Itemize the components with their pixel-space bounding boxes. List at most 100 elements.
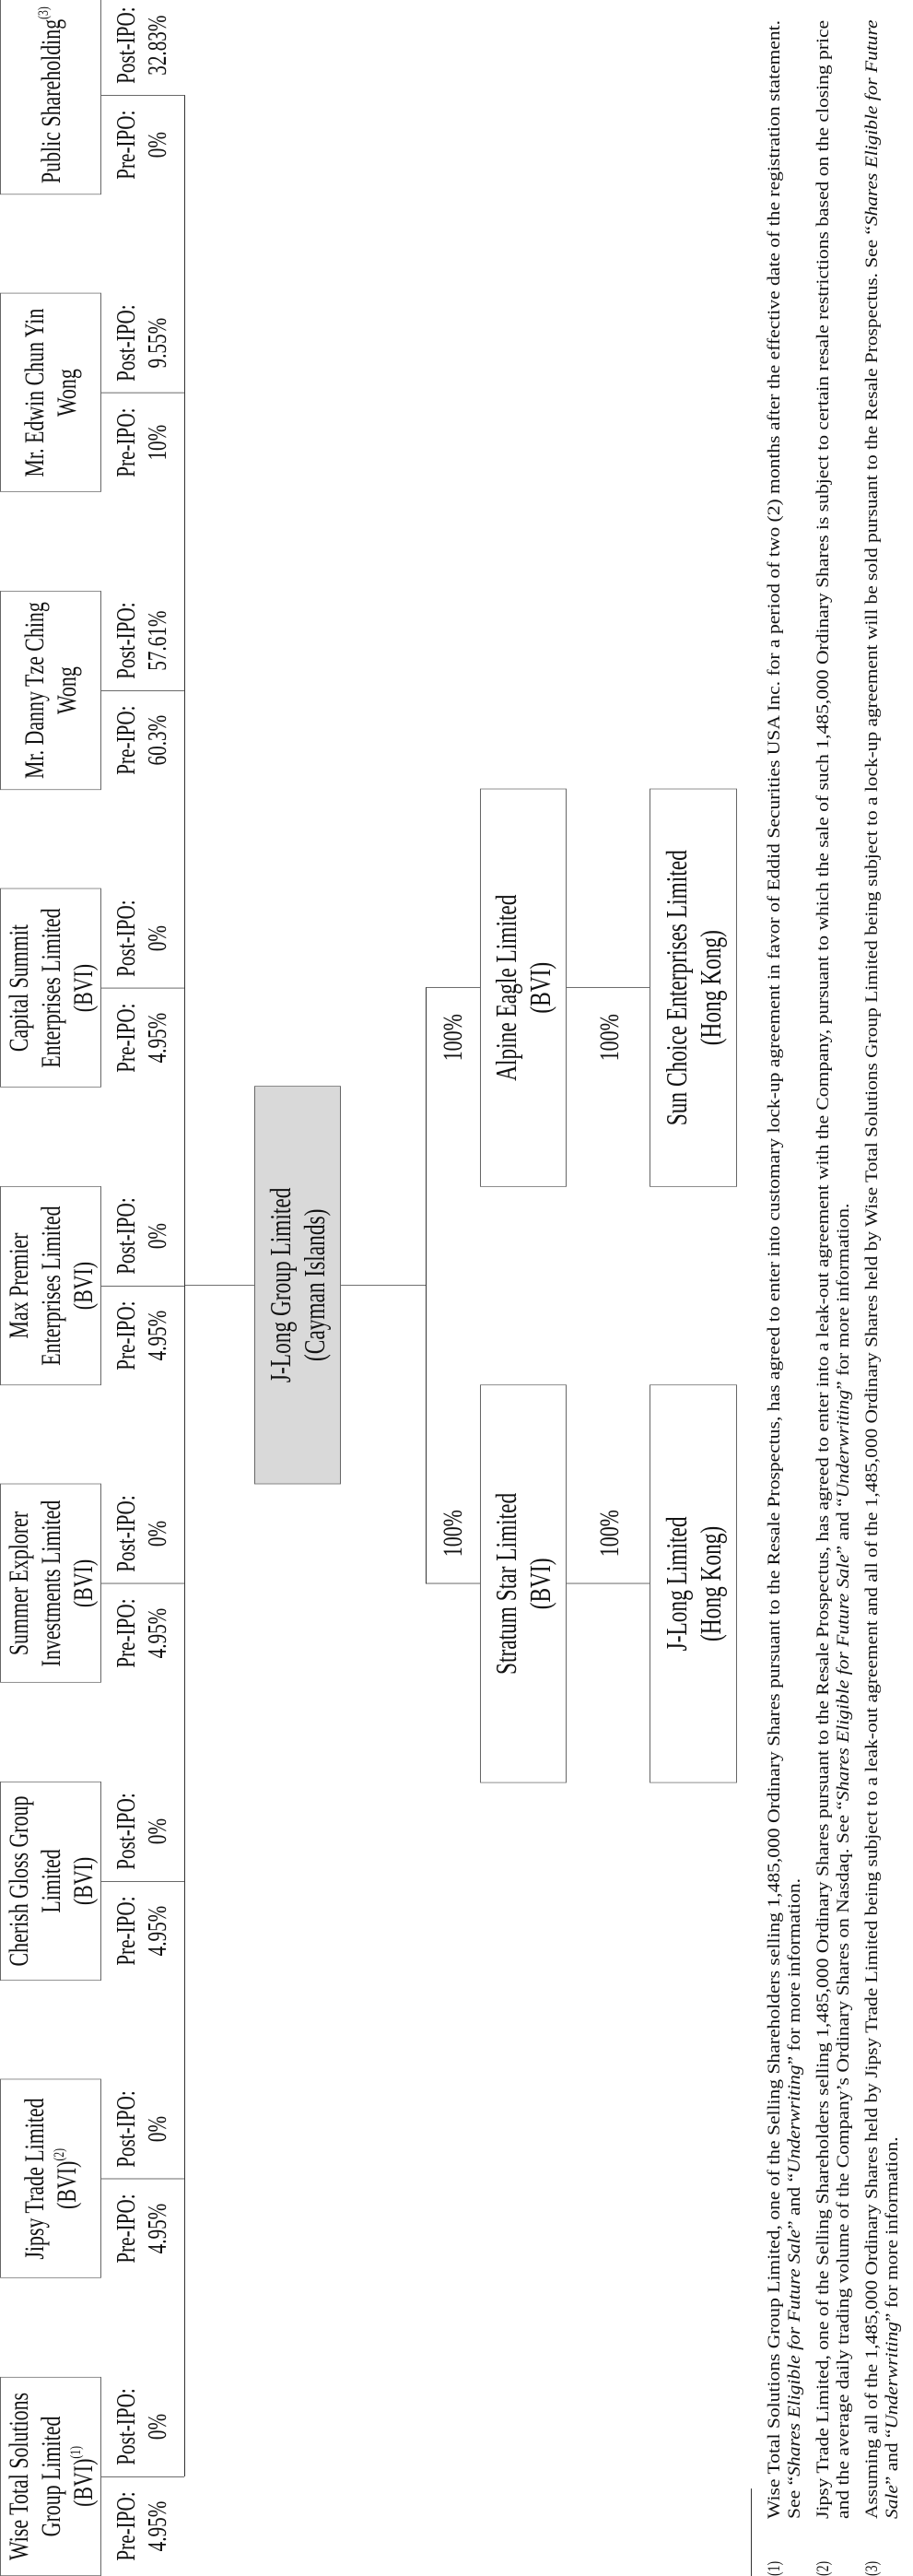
post-ipo-value: 0% [143,2115,172,2143]
shareholder-name-line: Capital Summit [3,924,35,1052]
pre-ipo-stake: Pre-IPO:4.95% [109,1881,175,1981]
subsidiary-jurisdiction: (BVI) [523,1558,556,1610]
shareholder-name-line: Wong [51,666,83,714]
pre-ipo-label: Pre-IPO: [111,1003,141,1073]
shareholder-name-text: Mr. Danny Tze Ching [19,602,50,779]
footnote-reference: (1) [67,2446,84,2459]
ownership-label-alpine: 100% [438,1014,468,1062]
pre-ipo-value: 4.95% [143,1905,172,1957]
pre-ipo-label: Pre-IPO: [111,2491,141,2561]
company-name: J-Long Group Limited [263,1187,297,1383]
shareholder-name-line: (BVI) [67,1857,99,1905]
shareholder-name-text: Wong [52,666,82,714]
shareholder-name-text: (BVI) [67,1261,99,1311]
connector-line [341,1285,426,1287]
subsidiary-name: Sun Choice Enterprises Limited [659,850,693,1126]
post-ipo-label: Post-IPO: [111,1197,141,1275]
subsidiary-name: Alpine Eagle Limited [489,894,522,1081]
post-ipo-value: 0% [143,1520,172,1547]
post-ipo-label: Post-IPO: [111,602,141,679]
footnote-text: ” and “ [834,1498,853,1555]
shareholder-name-text: Jipsy Trade Limited [19,2098,50,2260]
subsidiary-jurisdiction: (Hong Kong) [693,1525,727,1641]
pre-ipo-value: 4.95% [143,2203,172,2254]
post-ipo-stake: Post-IPO:57.61% [109,591,175,690]
shareholder-name-line: Jipsy Trade Limited [18,2098,51,2259]
footnote-text: Underwriting [834,1389,853,1499]
pre-ipo-label: Pre-IPO: [111,2194,141,2264]
post-ipo-stake: Post-IPO:32.83% [109,0,175,95]
post-ipo-value: 9.55% [143,317,172,369]
company-jurisdiction: (Cayman Islands) [298,1208,331,1362]
post-ipo-value: 0% [143,1222,172,1250]
shareholder-name-text: Wise Total Solutions [3,2392,34,2561]
shareholder-name-text: Summer Explorer [3,1511,34,1656]
footnote-text: Sale [883,2485,902,2519]
shareholder-name-line: (BVI)(2) [51,2148,83,2209]
footnote-marker: (3) [862,2560,882,2576]
shareholder-name-line: Mr. Edwin Chun Yin [18,309,51,477]
footnote-line: Assuming all of the 1,485,000 Ordinary S… [862,20,883,2519]
footnote-text: Shares Eligible for Future Sale [834,1554,853,1802]
shareholder-name-line: Limited [35,1849,67,1912]
shareholder-name-text: Wong [52,369,82,417]
footnote-reference: (3) [35,6,52,19]
post-ipo-stake: Post-IPO:0% [109,2079,175,2179]
connector-line [426,1582,480,1584]
shareholder-name-line: Investments Limited [35,1500,67,1667]
shareholder-name-line: Cherish Gloss Group [3,1796,35,1967]
pre-ipo-stake: Pre-IPO:4.95% [109,2179,175,2278]
footnote-line: and the average daily trading volume of … [834,1204,854,2519]
shareholder-name-text: Group Limited [35,2416,66,2537]
shareholder-block: Jipsy Trade Limited(BVI)(2) Pre-IPO:4.95%… [0,2078,184,2279]
post-ipo-stake: Post-IPO:0% [109,888,175,988]
shareholder-name-line: Group Limited [35,2417,67,2537]
pre-ipo-label: Pre-IPO: [111,705,141,775]
pre-ipo-value: 4.95% [143,2500,172,2552]
shareholder-name-text: Cherish Gloss Group [3,1795,34,1967]
post-ipo-stake: Post-IPO:0% [109,1186,175,1286]
subsidiary-jurisdiction: (BVI) [523,961,556,1014]
pre-ipo-label: Pre-IPO: [111,1300,141,1370]
shareholder-name-line: Enterprises Limited [35,908,67,1067]
pre-ipo-value: 10% [143,424,172,461]
footnote-text: Shares Eligible for Future Sale [785,2229,804,2476]
footnote-text: Jipsy Trade Limited, one of the Selling … [814,19,833,2519]
shareholder-name-line: Max Premier [3,1233,35,1339]
shareholder-name-line: (BVI) [67,1559,99,1607]
pre-ipo-stake: Pre-IPO:60.3% [109,690,175,790]
shareholder-box: Public Shareholding(3) [0,0,101,195]
shareholder-name-text: Mr. Edwin Chun Yin [19,308,50,477]
subsidiary-jurisdiction: (Hong Kong) [693,930,727,1046]
shareholder-block: Public Shareholding(3)Pre-IPO:0%Post-IPO… [0,0,184,195]
post-ipo-value: 0% [143,924,172,952]
footnote-line: Sale” and “Underwriting” for more inform… [883,2136,903,2519]
shareholder-name-text: Enterprises Limited [35,908,66,1068]
shareholder-name-text: Max Premier [3,1232,34,1339]
footnote-text: Underwriting [883,2322,902,2429]
connector-line [567,1582,650,1584]
pre-ipo-value: 0% [143,132,172,159]
shareholder-name-text: (BVI) [67,1856,99,1906]
pre-ipo-value: 60.3% [143,714,172,766]
footnote-text: ” and “ [883,2429,902,2486]
footnote-text: and the average daily trading volume of … [834,1801,853,2519]
footnote-marker: (2) [814,2560,833,2576]
post-ipo-value: 32.83% [143,15,172,76]
post-ipo-stake: Post-IPO:9.55% [109,293,175,393]
post-ipo-label: Post-IPO: [111,2090,141,2168]
shareholder-name-line: Public Shareholding(3) [35,6,67,183]
footnote-text: ” for more information. [785,1877,804,2065]
shareholder-name-line: (BVI) [67,964,99,1012]
ownership-label-sun-choice: 100% [594,1014,625,1062]
shareholder-name-text: (BVI) [67,2458,99,2507]
